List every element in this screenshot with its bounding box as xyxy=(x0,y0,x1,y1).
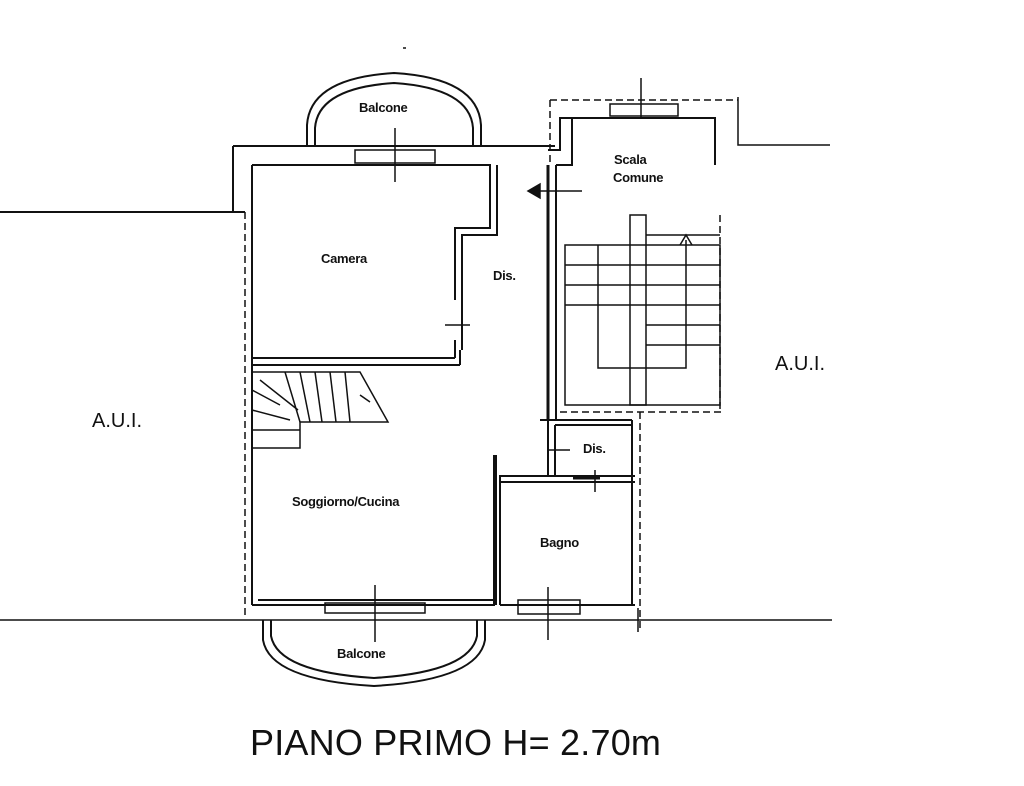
floor-title-caption: PIANO PRIMO H= 2.70m xyxy=(250,722,662,763)
bottom-balcony-outline xyxy=(262,585,486,688)
top-balcony-outline xyxy=(306,71,482,182)
soggiorno-cucina-label: Soggiorno/Cucina xyxy=(292,494,400,509)
scala-comune-label-line1: Scala xyxy=(614,152,647,167)
stair-window-icon xyxy=(609,78,679,118)
internal-stair-icon xyxy=(251,371,390,449)
dashed-walls xyxy=(244,99,738,628)
bathroom-window-icon xyxy=(517,587,639,640)
scala-comune-label-line2: Comune xyxy=(613,170,664,185)
dis-upper-label: Dis. xyxy=(493,268,516,283)
aui-right-label: A.U.I. xyxy=(775,353,826,375)
right-boundary-line xyxy=(737,97,830,146)
camera-walls xyxy=(252,164,498,366)
aui-left-label: A.U.I. xyxy=(92,410,143,432)
core-walls xyxy=(540,117,716,492)
camera-label: Camera xyxy=(321,251,367,266)
dis-lower-label: Dis. xyxy=(583,441,606,456)
balcone-bottom-label: Balcone xyxy=(337,646,386,661)
common-stair-icon xyxy=(564,214,721,406)
outer-walls xyxy=(232,145,635,606)
entrance-arrow-icon xyxy=(526,182,582,200)
bagno-label: Bagno xyxy=(540,535,579,550)
balcone-top-label: Balcone xyxy=(359,100,408,115)
